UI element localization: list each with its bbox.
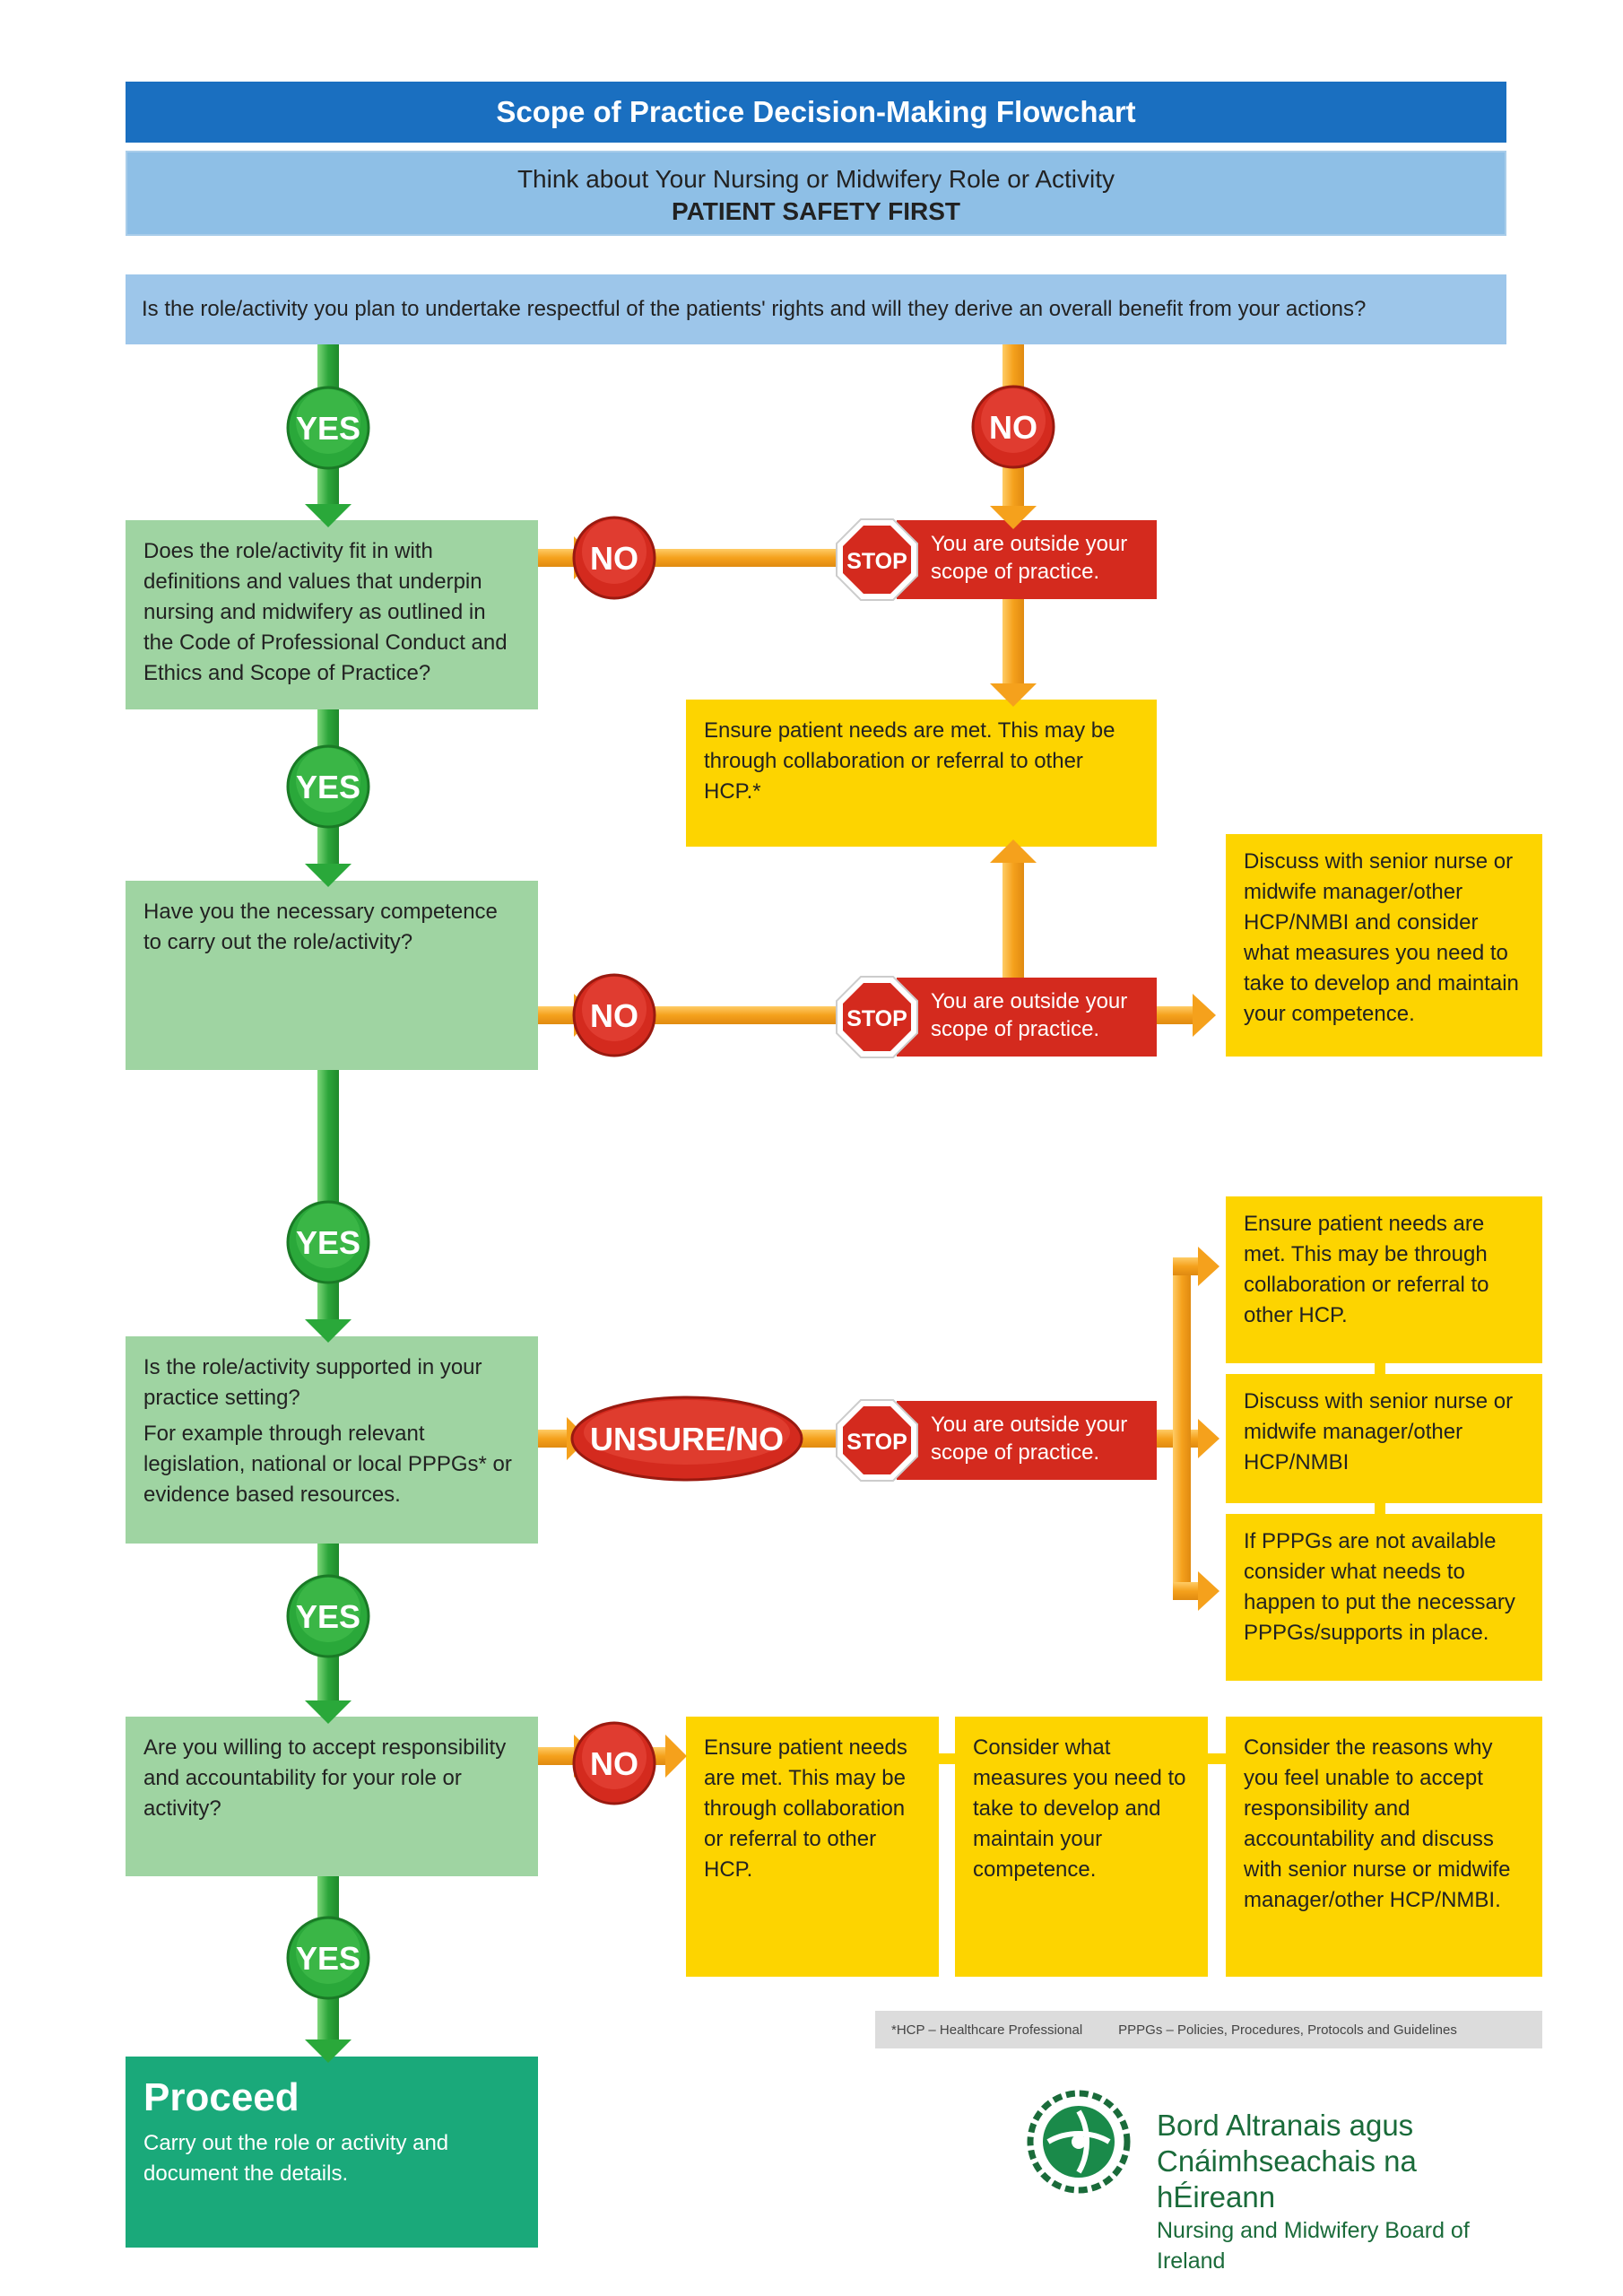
stop-label-2: STOP: [846, 1006, 907, 1031]
yes-label-2: YES: [296, 769, 360, 805]
logo-line1: Bord Altranais agus: [1157, 2109, 1414, 2142]
q4-measures-box: Consider what measures you need to take …: [955, 1717, 1208, 1977]
ensure-needs-box: Ensure patient needs are met. This may b…: [686, 700, 1157, 847]
yes-label-1: YES: [296, 410, 360, 447]
orange-arrow-stop1-down: [990, 599, 1037, 707]
yes-label-4: YES: [296, 1598, 360, 1635]
legend-pppgs: PPPGs – Policies, Procedures, Protocols …: [1118, 2022, 1457, 2038]
stop-label-3: STOP: [846, 1430, 907, 1455]
no-label-q4: NO: [590, 1745, 638, 1782]
unsure-no-label: UNSURE/NO: [590, 1421, 784, 1457]
q3-discuss-box: Discuss with senior nurse or midwife man…: [1226, 1374, 1542, 1503]
flowchart-title: Scope of Practice Decision-Making Flowch…: [126, 82, 1506, 143]
no-badge-top: NO: [971, 385, 1055, 469]
no-badge-q4: NO: [572, 1721, 656, 1805]
question-practice-setting: Is the role/activity supported in your p…: [126, 1336, 538, 1544]
yes-badge-4: YES: [286, 1574, 370, 1658]
proceed-text: Carry out the role or activity and docum…: [143, 2131, 449, 2186]
stop-sign-1: STOP: [836, 518, 918, 601]
nmbi-logo-text: Bord Altranais agus Cnáimhseachais na hÉ…: [1157, 2108, 1542, 2276]
unsure-no-badge: UNSURE/NO: [570, 1396, 803, 1482]
question-definitions-values: Does the role/activity fit in with defin…: [126, 520, 538, 709]
stop-sign-3: STOP: [836, 1399, 918, 1482]
no-badge-q1: NO: [572, 516, 656, 600]
no-label-q1: NO: [590, 540, 638, 577]
subtitle-line1: Think about Your Nursing or Midwifery Ro…: [516, 165, 1115, 193]
no-label-q2: NO: [590, 997, 638, 1034]
yes-badge-2: YES: [286, 744, 370, 829]
question-practice-setting-line1: Is the role/activity supported in your p…: [143, 1355, 482, 1410]
no-badge-q2: NO: [572, 973, 656, 1057]
proceed-box: Proceed Carry out the role or activity a…: [126, 2057, 538, 2248]
yes-badge-1: YES: [286, 386, 370, 470]
subtitle-panel: Think about Your Nursing or Midwifery Ro…: [126, 151, 1506, 236]
abbreviation-legend: *HCP – Healthcare Professional PPPGs – P…: [875, 2011, 1542, 2048]
question-competence: Have you the necessary competence to car…: [126, 881, 538, 1070]
orange-arrow-stop2-right: [1157, 994, 1216, 1037]
outside-scope-panel-3: You are outside your scope of practice.: [897, 1401, 1157, 1480]
top-question: Is the role/activity you plan to underta…: [126, 274, 1506, 344]
discuss-competence-box: Discuss with senior nurse or midwife man…: [1226, 834, 1542, 1057]
subtitle-line2: PATIENT SAFETY FIRST: [671, 197, 960, 225]
nmbi-logo-emblem: [1027, 2090, 1131, 2194]
q4-ensure-box: Ensure patient needs are met. This may b…: [686, 1717, 939, 1977]
outside-scope-panel-2: You are outside your scope of practice.: [897, 978, 1157, 1057]
yes-badge-3: YES: [286, 1200, 370, 1284]
stop-label-1: STOP: [846, 549, 907, 574]
q3-pppgs-box: If PPPGs are not available consider what…: [1226, 1514, 1542, 1681]
no-label-top: NO: [989, 409, 1037, 446]
logo-line2: Cnáimhseachais na hÉireann: [1157, 2144, 1417, 2213]
q3-ensure-box: Ensure patient needs are met. This may b…: [1226, 1196, 1542, 1363]
legend-hcp: *HCP – Healthcare Professional: [891, 2022, 1083, 2038]
proceed-title: Proceed: [143, 2075, 299, 2119]
orange-arrow-stop2-up: [990, 839, 1037, 978]
yes-label-5: YES: [296, 1940, 360, 1977]
stop-sign-2: STOP: [836, 976, 918, 1058]
outside-scope-panel-1: You are outside your scope of practice.: [897, 520, 1157, 599]
logo-line3: Nursing and Midwifery Board of Ireland: [1157, 2218, 1470, 2274]
question-practice-setting-line2: For example through relevant legislation…: [143, 1422, 512, 1507]
q4-reasons-box: Consider the reasons why you feel unable…: [1226, 1717, 1542, 1977]
question-accountability: Are you willing to accept responsibility…: [126, 1717, 538, 1876]
orange-branch-q3: [1157, 1247, 1219, 1611]
yes-badge-5: YES: [286, 1916, 370, 2000]
yes-label-3: YES: [296, 1224, 360, 1261]
